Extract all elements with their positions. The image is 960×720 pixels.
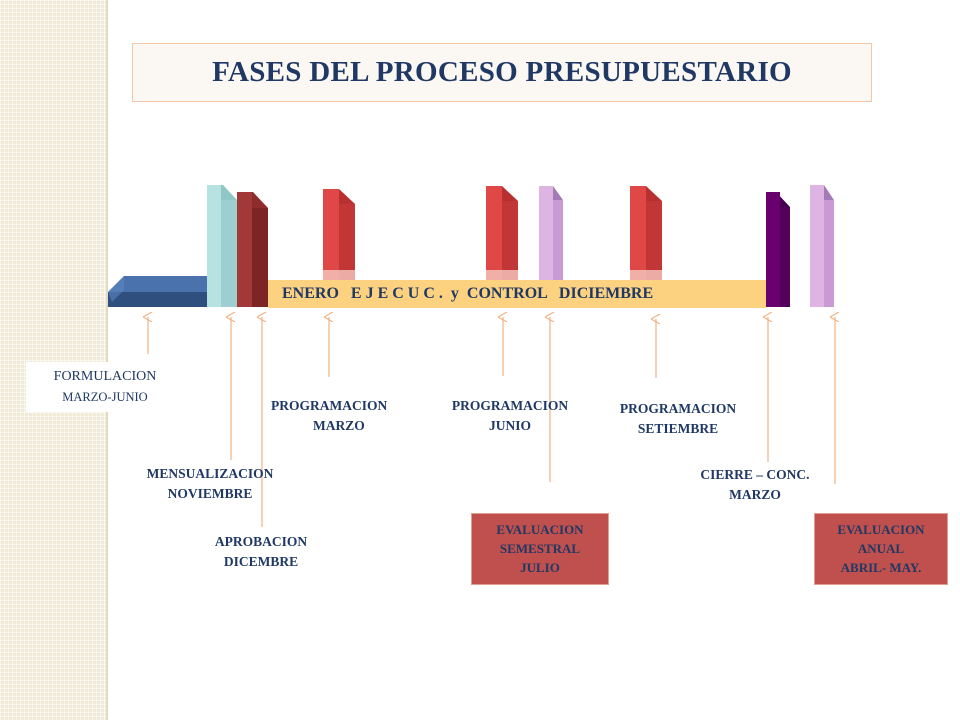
programacion-junio-title: PROGRAMACION (451, 398, 569, 413)
cierre-period: MARZO (729, 487, 781, 502)
mensualizacion-period: NOVIEMBRE (167, 486, 253, 501)
programacion-junio-period: JUNIO (488, 418, 531, 433)
programacion-setiembre-title: PROGRAMACION (619, 401, 737, 416)
timeline-bar (268, 280, 766, 308)
programacion-setiembre-period: SETIEMBRE (637, 421, 719, 436)
programacion-marzo-label: PROGRAMACION MARZO (262, 396, 430, 436)
mensualizacion-label: MENSUALIZACION NOVIEMBRE (128, 464, 292, 504)
aprobacion-title: APROBACION (214, 534, 308, 549)
cierre-label: CIERRE – CONC. MARZO (680, 465, 830, 505)
cierre-title: CIERRE – CONC. (700, 467, 810, 482)
title-box: FASES DEL PROCESO PRESUPUESTARIO (132, 43, 872, 102)
decorative-side-strip (0, 0, 106, 720)
cierre-marker (766, 192, 790, 307)
formulacion-title: FORMULACION (53, 369, 157, 384)
programacion-junio-marker (486, 186, 518, 280)
programacion-marzo-title: PROGRAMACION (271, 398, 388, 413)
programacion-junio-label: PROGRAMACION JUNIO (430, 396, 590, 436)
evaluacion-semestral-marker (539, 186, 563, 280)
mensualizacion-marker (207, 185, 237, 307)
evaluacion-anual-title: EVALUACION (837, 522, 925, 537)
page-title: FASES DEL PROCESO PRESUPUESTARIO (212, 56, 792, 88)
programacion-marzo-marker (323, 189, 355, 280)
aprobacion-marker (237, 192, 268, 307)
formulacion-period: MARZO-JUNIO (62, 390, 148, 404)
formulacion-block (108, 276, 224, 307)
aprobacion-period: DICEMBRE (223, 554, 299, 569)
mensualizacion-title: MENSUALIZACION (146, 466, 274, 481)
evaluacion-semestral-box: EVALUACION SEMESTRAL JULIO (471, 513, 609, 585)
aprobacion-label: APROBACION DICEMBRE (196, 532, 326, 572)
evaluacion-semestral-period: JULIO (520, 560, 560, 575)
formulacion-label: FORMULACION MARZO-JUNIO (26, 362, 184, 412)
decorative-side-line (106, 0, 108, 720)
programacion-marzo-period: MARZO (313, 418, 365, 433)
evaluacion-anual-box: EVALUACION ANUAL ABRIL- MAY. (814, 513, 948, 585)
programacion-setiembre-marker (630, 186, 662, 280)
programacion-setiembre-label: PROGRAMACION SETIEMBRE (598, 399, 758, 439)
evaluacion-semestral-type: SEMESTRAL (499, 541, 581, 556)
evaluacion-anual-marker (810, 185, 834, 307)
evaluacion-anual-type: ANUAL (857, 541, 905, 556)
evaluacion-semestral-title: EVALUACION (496, 522, 584, 537)
timeline-bar-label: ENERO E J E C U C . y CONTROL DICIEMBRE (282, 285, 654, 302)
evaluacion-anual-period: ABRIL- MAY. (840, 560, 922, 575)
